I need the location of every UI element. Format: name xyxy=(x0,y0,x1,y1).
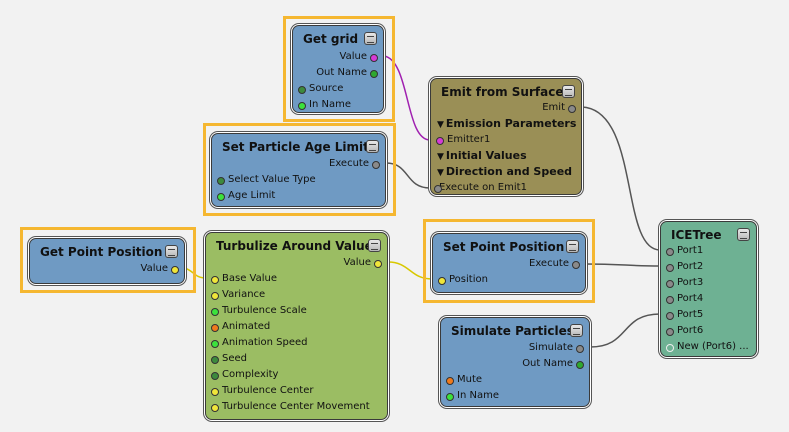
menu-icon[interactable] xyxy=(364,32,377,45)
group-initial-values[interactable]: ▼Initial Values xyxy=(437,149,527,163)
port-turbulence-center-in[interactable]: Turbulence Center xyxy=(211,385,313,397)
port-value-out[interactable]: Value xyxy=(340,51,378,63)
node-set-particle-age-limit[interactable]: Set Particle Age Limit Execute Select Va… xyxy=(211,133,386,207)
menu-icon[interactable] xyxy=(366,140,379,153)
node-title: Turbulize Around Value xyxy=(216,239,373,253)
highlight-set-particle-age-limit xyxy=(203,123,396,216)
node-emit-from-surface[interactable]: Emit from Surface Emit ▼Emission Paramet… xyxy=(430,78,582,195)
port-port2-in[interactable]: Port2 xyxy=(666,261,703,273)
highlight-get-point-position xyxy=(20,227,196,293)
node-title: Simulate Particles xyxy=(451,324,574,338)
group-emission-parameters[interactable]: ▼Emission Parameters xyxy=(437,117,577,131)
group-direction-and-speed[interactable]: ▼Direction and Speed xyxy=(437,165,573,179)
port-value-out[interactable]: Value xyxy=(141,263,179,275)
port-animated-in[interactable]: Animated xyxy=(211,321,270,333)
highlight-set-point-position xyxy=(423,219,595,303)
menu-icon[interactable] xyxy=(165,245,178,258)
node-title: Set Point Position xyxy=(443,240,565,254)
port-turbulence-center-movement-in[interactable]: Turbulence Center Movement xyxy=(211,401,370,413)
port-seed-in[interactable]: Seed xyxy=(211,353,247,365)
node-ice-tree[interactable]: ICETree Port1 Port2 Port3 Port4 Port5 Po… xyxy=(660,221,757,357)
wire-simulate-to-port5 xyxy=(589,313,661,348)
collapse-triangle-icon: ▼ xyxy=(437,120,444,130)
node-get-point-position[interactable]: Get Point Position Value xyxy=(29,238,185,284)
node-simulate-particles[interactable]: Simulate Particles Simulate Out Name Mut… xyxy=(440,317,590,407)
node-turbulize-around-value[interactable]: Turbulize Around Value Value Base Value … xyxy=(205,232,388,420)
port-emit-out[interactable]: Emit xyxy=(542,102,576,114)
port-animation-speed-in[interactable]: Animation Speed xyxy=(211,337,308,349)
port-position-in[interactable]: Position xyxy=(438,274,488,286)
wire-setpos-to-port2 xyxy=(585,263,661,267)
port-turbulence-scale-in[interactable]: Turbulence Scale xyxy=(211,305,307,317)
port-simulate-out[interactable]: Simulate xyxy=(529,342,584,354)
port-inname-in[interactable]: In Name xyxy=(298,99,351,111)
port-inname-in[interactable]: In Name xyxy=(446,390,499,402)
node-set-point-position[interactable]: Set Point Position Execute Position xyxy=(432,233,586,293)
port-variance-in[interactable]: Variance xyxy=(211,289,265,301)
port-execute-out[interactable]: Execute xyxy=(329,158,380,170)
port-select-value-type-in[interactable]: Select Value Type xyxy=(217,174,316,186)
port-execute-on-emit-in[interactable]: Execute on Emit1 xyxy=(434,182,527,194)
port-outname-out[interactable]: Out Name xyxy=(522,358,584,370)
node-title: Emit from Surface xyxy=(441,85,564,99)
port-mute-in[interactable]: Mute xyxy=(446,374,482,386)
collapse-triangle-icon: ▼ xyxy=(437,152,444,162)
collapse-triangle-icon: ▼ xyxy=(437,168,444,178)
port-port4-in[interactable]: Port4 xyxy=(666,293,703,305)
menu-icon[interactable] xyxy=(566,240,579,253)
port-source-in[interactable]: Source xyxy=(298,83,343,95)
port-execute-out[interactable]: Execute xyxy=(529,258,580,270)
port-emitter1-in[interactable]: Emitter1 xyxy=(436,134,490,146)
port-port3-in[interactable]: Port3 xyxy=(666,277,703,289)
port-value-out[interactable]: Value xyxy=(344,257,382,269)
node-title: ICETree xyxy=(671,228,722,242)
menu-icon[interactable] xyxy=(737,228,750,241)
port-outname-out[interactable]: Out Name xyxy=(316,67,378,79)
node-title: Get grid xyxy=(303,32,359,46)
node-get-grid[interactable]: Get grid Value Out Name Source In Name xyxy=(292,25,384,113)
menu-icon[interactable] xyxy=(562,85,575,98)
port-port5-in[interactable]: Port5 xyxy=(666,309,703,321)
port-new-port-in[interactable]: New (Port6) ... xyxy=(666,341,749,353)
port-base-value-in[interactable]: Base Value xyxy=(211,273,277,285)
node-title: Get Point Position xyxy=(40,245,163,259)
port-port6-in[interactable]: Port6 xyxy=(666,325,703,337)
port-port1-in[interactable]: Port1 xyxy=(666,245,703,257)
menu-icon[interactable] xyxy=(570,324,583,337)
port-complexity-in[interactable]: Complexity xyxy=(211,369,278,381)
highlight-get-grid xyxy=(283,16,395,122)
port-age-limit-in[interactable]: Age Limit xyxy=(217,190,275,202)
node-title: Set Particle Age Limit xyxy=(222,140,369,154)
menu-icon[interactable] xyxy=(368,239,381,252)
